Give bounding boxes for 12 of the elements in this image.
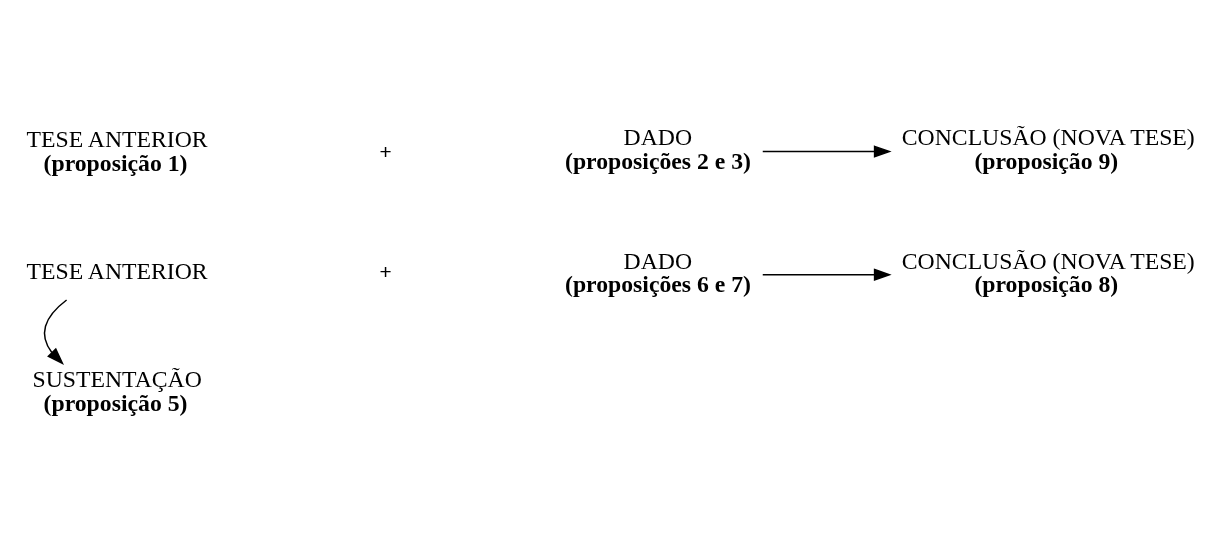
arrow: [762, 268, 892, 281]
arrow: [762, 145, 892, 158]
node-text: SUSTENTAÇÃO (proposição 5): [32, 366, 202, 416]
arrow: [43, 299, 68, 365]
node-text: TESE ANTERIOR: [26, 257, 208, 284]
node-text: TESE ANTERIOR (proposição 1): [26, 125, 208, 176]
label: +: [379, 259, 392, 283]
node-text: DADO (proposições 2 e 3): [565, 124, 751, 175]
node-text: CONCLUSÃO (NOVA TESE) (proposição 8): [901, 247, 1195, 298]
node-text: DADO (proposições 6 e 7): [565, 247, 751, 298]
label: +: [379, 139, 392, 163]
node-text: CONCLUSÃO (NOVA TESE) (proposição 9): [901, 124, 1195, 175]
